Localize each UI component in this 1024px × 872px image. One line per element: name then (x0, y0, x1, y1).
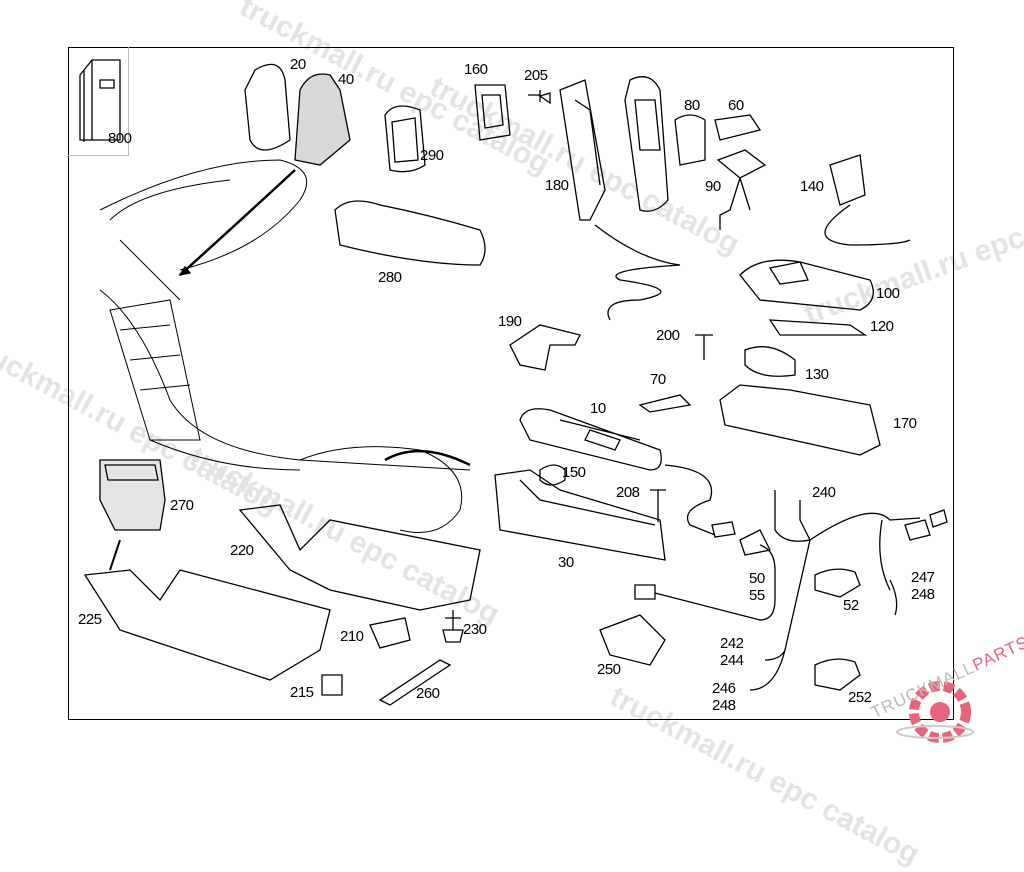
diagram-frame (68, 47, 954, 720)
part-label[interactable]: 246 248 (712, 680, 736, 714)
console-drawing (99, 159, 471, 533)
part-label[interactable]: 40 (338, 71, 354, 88)
parts-drawing (79, 59, 948, 706)
part-label[interactable]: 120 (870, 318, 894, 335)
part-label[interactable]: 215 (290, 684, 314, 701)
part-label[interactable]: 100 (876, 285, 900, 302)
part-label[interactable]: 280 (378, 269, 402, 286)
legend-box (68, 47, 129, 156)
part-label[interactable]: 210 (340, 628, 364, 645)
part-label[interactable]: 90 (705, 178, 721, 195)
part-label[interactable]: 252 (848, 689, 872, 706)
part-label[interactable]: 250 (597, 661, 621, 678)
part-label[interactable]: 180 (545, 177, 569, 194)
part-label[interactable]: 190 (498, 313, 522, 330)
part-label[interactable]: 10 (590, 400, 606, 417)
part-label[interactable]: 290 (420, 147, 444, 164)
part-label[interactable]: 50 55 (749, 570, 765, 604)
part-label[interactable]: 205 (524, 67, 548, 84)
part-label[interactable]: 160 (464, 61, 488, 78)
part-label-800[interactable]: 800 (108, 130, 132, 147)
part-label[interactable]: 208 (616, 484, 640, 501)
part-label[interactable]: 260 (416, 685, 440, 702)
part-label[interactable]: 130 (805, 366, 829, 383)
truckmall-logo-icon (896, 681, 974, 743)
part-label[interactable]: 247 248 (911, 569, 935, 603)
part-label[interactable]: 150 (562, 464, 586, 481)
part-label[interactable]: 240 (812, 484, 836, 501)
part-label[interactable]: 220 (230, 542, 254, 559)
part-label[interactable]: 52 (843, 597, 859, 614)
part-label[interactable]: 80 (684, 97, 700, 114)
part-label[interactable]: 225 (78, 611, 102, 628)
manual-icon (79, 59, 121, 142)
part-label[interactable]: 230 (463, 621, 487, 638)
part-label[interactable]: 200 (656, 327, 680, 344)
part-label[interactable]: 140 (800, 178, 824, 195)
part-label[interactable]: 170 (893, 415, 917, 432)
part-label[interactable]: 70 (650, 371, 666, 388)
part-label[interactable]: 242 244 (720, 635, 744, 669)
part-label[interactable]: 30 (558, 554, 574, 571)
part-label[interactable]: 60 (728, 97, 744, 114)
arrow (179, 169, 296, 276)
part-label[interactable]: 270 (170, 497, 194, 514)
part-label[interactable]: 20 (290, 56, 306, 73)
